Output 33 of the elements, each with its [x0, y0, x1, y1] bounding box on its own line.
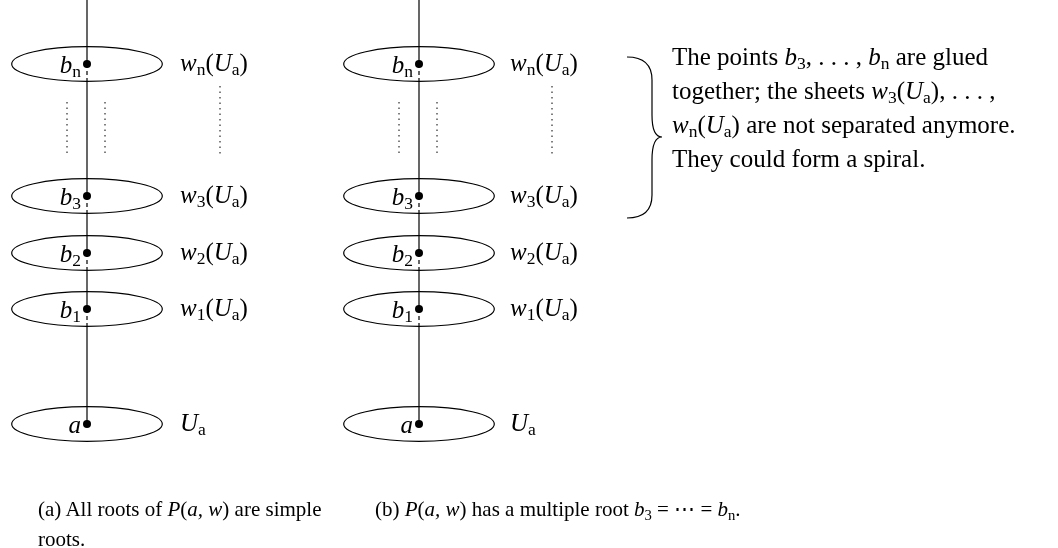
point-label: b$_{3}$ — [59, 183, 81, 209]
point-label: b$_{1}$ — [59, 296, 81, 322]
note-text: The points b$_{3}$, . . . , b$_{n}$ are glued together; the sheets w$_{3}$(U$_{a}$), . . . , w$_{n}$(U$_{a}$) are not separated anymore. They could form a spiral. — [672, 42, 1017, 174]
sheet-label: U$_{a}$ — [510, 409, 536, 435]
disk-region — [343, 406, 495, 442]
point-label: b$_{2}$ — [59, 240, 81, 266]
point-label: a — [400, 411, 413, 437]
disk-region — [11, 291, 163, 327]
figure-caption: (a) All roots of P(a, w) are simple roots. — [38, 496, 323, 548]
disk-region — [11, 235, 163, 271]
sheet-label: w$_{1}$(U$_{a}$) — [180, 294, 248, 320]
sheet-label: w$_{1}$(U$_{a}$) — [510, 294, 578, 320]
disk-region — [11, 406, 163, 442]
point-label: b$_{3}$ — [391, 183, 413, 209]
disk-region — [343, 46, 495, 82]
disk-region — [11, 178, 163, 214]
disk-region — [343, 178, 495, 214]
disk-region — [343, 235, 495, 271]
point-label: b$_{2}$ — [391, 240, 413, 266]
sheet-label: w$_{2}$(U$_{a}$) — [180, 238, 248, 264]
sheet-label: w$_{2}$(U$_{a}$) — [510, 238, 578, 264]
sheet-label: U$_{a}$ — [180, 409, 206, 435]
disk-region — [11, 46, 163, 82]
point-label: a — [68, 411, 81, 437]
point-label: b$_{1}$ — [391, 296, 413, 322]
point-label: b$_{n}$ — [59, 51, 81, 77]
sheet-label: w$_{3}$(U$_{a}$) — [180, 181, 248, 207]
sheet-label: w$_{n}$(U$_{a}$) — [510, 49, 578, 75]
sheet-label: w$_{n}$(U$_{a}$) — [180, 49, 248, 75]
figure-caption: (b) P(a, w) has a multiple root b$_{3}$ = ⋯ = b$_{n}$. — [375, 496, 742, 524]
disk-region — [343, 291, 495, 327]
sheet-label: w$_{3}$(U$_{a}$) — [510, 181, 578, 207]
point-label: b$_{n}$ — [391, 51, 413, 77]
